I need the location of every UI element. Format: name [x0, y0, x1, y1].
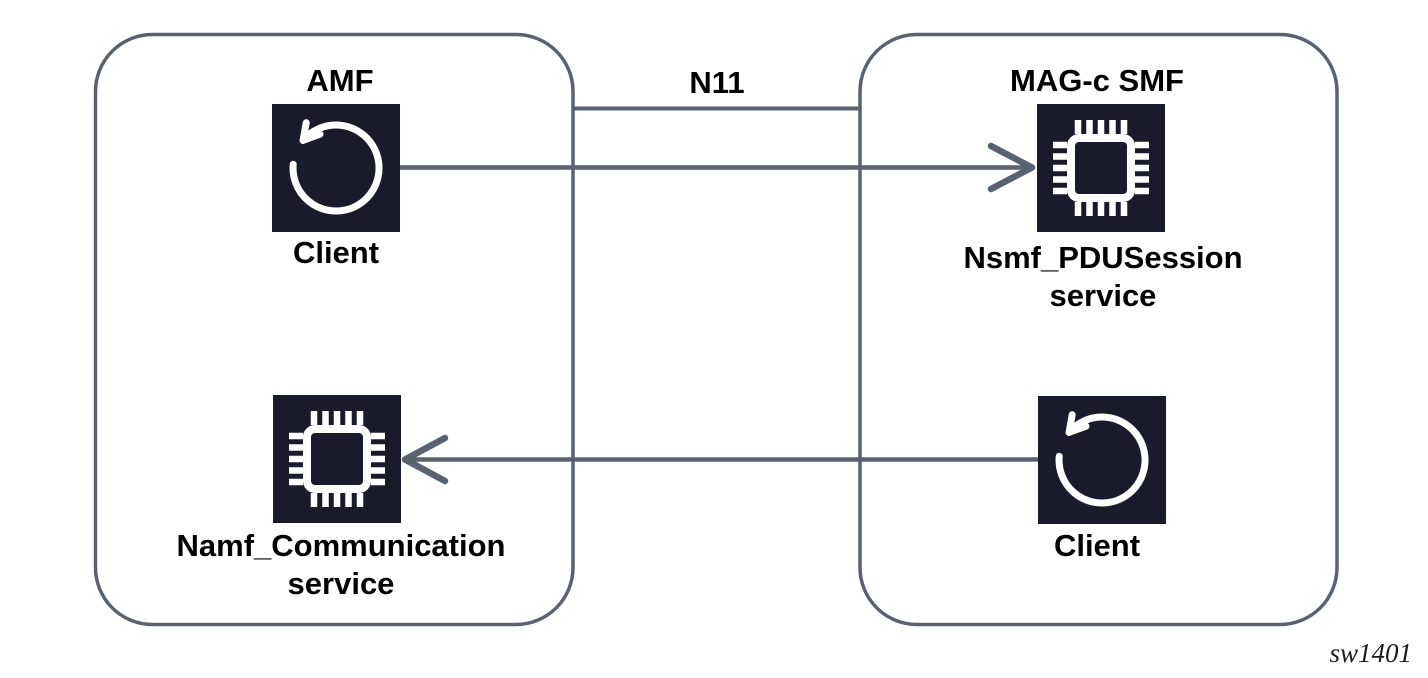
nsmf-service-icon	[1037, 104, 1165, 232]
magc-smf-box-title: MAG-c SMF	[1010, 63, 1184, 98]
amf-box-outline	[93, 32, 575, 627]
arrowhead-right-icon	[987, 142, 1036, 193]
namf-service-label-line1: Namf_Communication	[176, 528, 506, 563]
client-to-namf-arrow	[401, 434, 1038, 485]
amf-client-icon	[272, 104, 400, 232]
rotate-ccw-icon	[1055, 411, 1149, 507]
n11-interface-label: N11	[689, 65, 745, 100]
nsmf-service-label-line1: Nsmf_PDUSession	[963, 240, 1243, 275]
client-to-nsmf-arrow	[400, 142, 1036, 193]
chip-icon	[289, 411, 385, 507]
nsmf-service-label-line2: service	[1049, 278, 1157, 313]
amf-client-label: Client	[292, 235, 380, 270]
namf-service-label-line2: service	[287, 566, 395, 601]
figure-id-watermark: sw1401	[1329, 638, 1412, 668]
nsmf-service-label: Nsmf_PDUSession service	[953, 239, 1253, 315]
chip-icon	[1053, 120, 1149, 216]
magc-smf-box-outline	[858, 32, 1339, 627]
arrowhead-left-icon	[401, 434, 449, 485]
smf-client-icon	[1038, 396, 1166, 524]
namf-service-label: Namf_Communication service	[166, 527, 516, 603]
amf-box-title: AMF	[306, 63, 374, 98]
smf-client-label: Client	[1053, 528, 1141, 563]
namf-service-icon	[273, 395, 401, 523]
rotate-ccw-icon	[289, 119, 383, 215]
